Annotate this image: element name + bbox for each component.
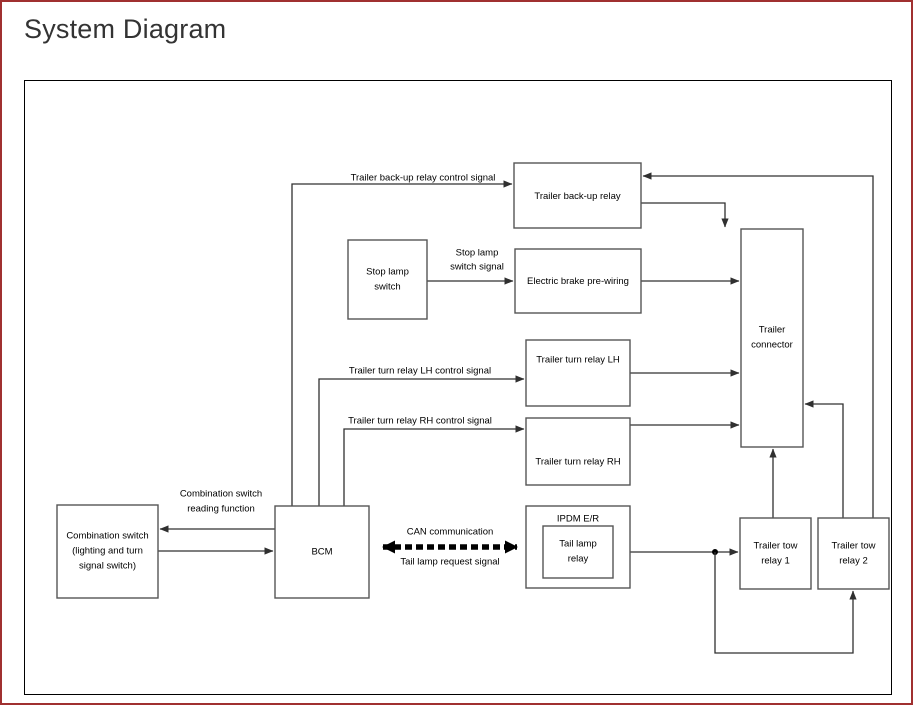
node-electric-brake-prewiring[interactable]: Electric brake pre-wiring (514, 248, 642, 314)
edge-label-can-communication: CAN communication (407, 527, 494, 538)
wire-bcm-to-backup-relay (291, 180, 513, 506)
node-label-trailer-tow-relay-1-line1: Trailer tow (754, 541, 798, 552)
wire-backup-relay-to-trailer-connector (641, 202, 729, 228)
node-label-trailer-backup-relay: Trailer back-up relay (534, 191, 620, 202)
node-stop-lamp-switch[interactable]: Stop lamp switch (347, 239, 428, 320)
wire-tow-relay-2-to-backup-relay (642, 172, 874, 518)
wire-layer (158, 172, 874, 654)
node-label-tail-lamp-relay-line1: Tail lamp (559, 539, 597, 550)
node-trailer-tow-relay-1[interactable]: Trailer tow relay 1 (739, 517, 812, 590)
node-trailer-backup-relay[interactable]: Trailer back-up relay (513, 162, 642, 229)
node-trailer-turn-relay-rh[interactable]: Trailer turn relay RH (525, 417, 631, 486)
node-label-electric-brake-prewiring: Electric brake pre-wiring (527, 276, 629, 287)
node-label-bcm: BCM (311, 547, 332, 558)
edge-label-turn-relay-rh-control-signal: Trailer turn relay RH control signal (348, 416, 492, 427)
node-label-stop-lamp-switch-line1: Stop lamp (366, 267, 409, 278)
node-trailer-turn-relay-lh[interactable]: Trailer turn relay LH (525, 339, 631, 407)
wire-junction-to-tow-relay-2 (714, 552, 857, 654)
edge-label-backup-relay-control-signal: Trailer back-up relay control signal (351, 173, 496, 184)
edge-label-stop-lamp-switch-signal-line2: switch signal (450, 262, 504, 273)
node-bcm[interactable]: BCM (274, 505, 370, 599)
node-label-stop-lamp-switch-line2: switch (374, 282, 400, 293)
node-label-trailer-tow-relay-2-line1: Trailer tow (832, 541, 876, 552)
node-combination-switch[interactable]: Combination switch (lighting and turn si… (56, 504, 159, 599)
node-label-trailer-connector-line1: Trailer (759, 325, 786, 336)
node-layer: Trailer back-up relay Stop lamp switch E… (56, 162, 890, 599)
edge-label-stop-lamp-switch-signal-line1: Stop lamp (456, 248, 499, 259)
node-label-trailer-tow-relay-1-line2: relay 1 (761, 556, 790, 567)
edge-label-turn-relay-lh-control-signal: Trailer turn relay LH control signal (349, 366, 491, 377)
node-label-trailer-turn-relay-lh: Trailer turn relay LH (536, 355, 620, 366)
node-label-tail-lamp-relay-line2: relay (568, 554, 589, 565)
node-label-trailer-tow-relay-2-line2: relay 2 (839, 556, 868, 567)
node-label-trailer-connector-line2: connector (751, 340, 793, 351)
system-diagram-svg: Trailer back-up relay Stop lamp switch E… (56, 162, 890, 654)
edge-label-layer: Trailer back-up relay control signal Sto… (180, 173, 504, 568)
wire-bcm-to-turn-relay-lh (318, 375, 525, 506)
diagram-frame: Trailer back-up relay Stop lamp switch E… (24, 80, 892, 695)
node-label-trailer-turn-relay-rh: Trailer turn relay RH (535, 457, 620, 468)
wire-bcm-to-turn-relay-rh (343, 425, 525, 506)
edge-label-combination-switch-reading-line2: reading function (187, 504, 255, 515)
page-title: System Diagram (24, 14, 227, 44)
edge-label-combination-switch-reading-line1: Combination switch (180, 489, 262, 500)
edge-label-tail-lamp-request-signal: Tail lamp request signal (400, 557, 499, 568)
node-label-combination-switch-line3: signal switch) (79, 561, 136, 572)
node-trailer-connector[interactable]: Trailer connector (740, 228, 804, 448)
node-label-combination-switch-line1: Combination switch (66, 531, 148, 542)
node-label-ipdm-er: IPDM E/R (557, 514, 599, 525)
node-tail-lamp-relay[interactable]: Tail lamp relay (542, 525, 614, 579)
node-trailer-tow-relay-2[interactable]: Trailer tow relay 2 (817, 517, 890, 590)
node-label-combination-switch-line2: (lighting and turn (72, 546, 143, 557)
wire-tow-relay-2-to-trailer-connector (804, 400, 844, 518)
